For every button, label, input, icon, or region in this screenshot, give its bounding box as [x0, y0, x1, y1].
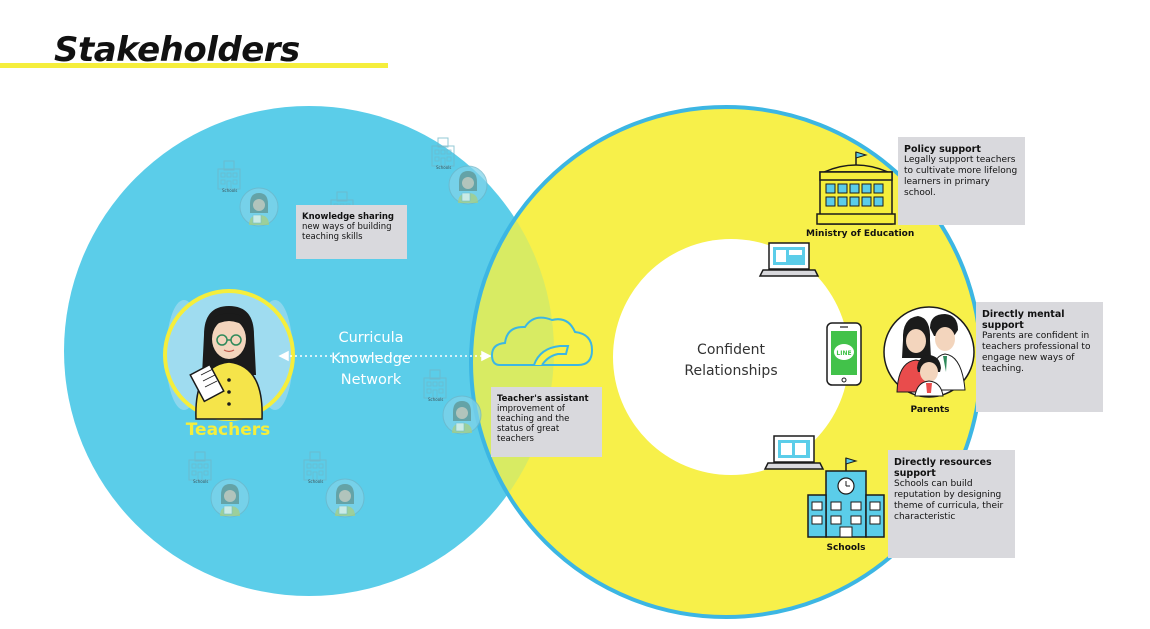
- faint-school-label: Schools: [222, 188, 238, 193]
- teachers-assistant-box: Teacher's assistant improvement of teach…: [491, 387, 602, 457]
- ministry-building-icon: [816, 151, 896, 225]
- faint-school-label: Schools: [428, 397, 444, 402]
- faint-school-label: Schools: [308, 479, 324, 484]
- mental-support-body: Parents are confident in teachers profes…: [982, 331, 1091, 374]
- knowledge-sharing-body: new ways of building teaching skills: [302, 222, 392, 242]
- teachers-assistant-title: Teacher's assistant: [497, 394, 589, 404]
- confident-relationships-label: Confident Relationships: [665, 340, 797, 382]
- network-label-line-2: Knowledge: [331, 351, 411, 367]
- faint-school-label: Schools: [193, 479, 209, 484]
- schools-label: Schools: [826, 543, 866, 553]
- page-title: Stakeholders: [54, 30, 300, 70]
- center-label-line-1: Confident: [697, 342, 765, 358]
- parents-label: Parents: [910, 405, 950, 415]
- resources-support-body: Schools can build reputation by designin…: [894, 479, 1004, 522]
- knowledge-sharing-box: Knowledge sharing new ways of building t…: [296, 205, 407, 259]
- parents-family-icon: [883, 306, 975, 398]
- network-connector: [278, 350, 492, 362]
- teachers-label: Teachers: [185, 420, 271, 440]
- teacher-avatar-icon: [163, 289, 295, 421]
- phone-icon: LINE: [826, 322, 862, 386]
- laptop-icon: [758, 242, 820, 277]
- network-label: Curricula Knowledge Network: [316, 328, 426, 391]
- line-app-text: LINE: [836, 350, 851, 357]
- faint-school-label: Schools: [436, 165, 452, 170]
- laptop-icon: [763, 435, 825, 470]
- title-underline: [0, 63, 388, 68]
- network-label-line-3: Network: [340, 372, 402, 388]
- ministry-label: Ministry of Education: [806, 229, 915, 239]
- teachers-assistant-body: improvement of teaching and the status o…: [497, 404, 570, 444]
- policy-support-title: Policy support: [904, 144, 981, 155]
- network-label-line-1: Curricula: [338, 330, 404, 346]
- resources-support-title: Directly resources support: [894, 457, 992, 479]
- policy-support-body: Legally support teachers to cultivate mo…: [904, 155, 1018, 198]
- left-network-circle: [64, 106, 554, 596]
- mental-support-box: Directly mental support Parents are conf…: [976, 302, 1103, 412]
- knowledge-sharing-title: Knowledge sharing: [302, 212, 394, 222]
- policy-support-box: Policy support Legally support teachers …: [898, 137, 1025, 225]
- mental-support-title: Directly mental support: [982, 309, 1065, 331]
- center-label-line-2: Relationships: [684, 363, 778, 379]
- cloud-icon: [490, 316, 594, 366]
- school-building-icon: [807, 457, 885, 538]
- inner-white-circle: [613, 239, 849, 475]
- resources-support-box: Directly resources support Schools can b…: [888, 450, 1015, 558]
